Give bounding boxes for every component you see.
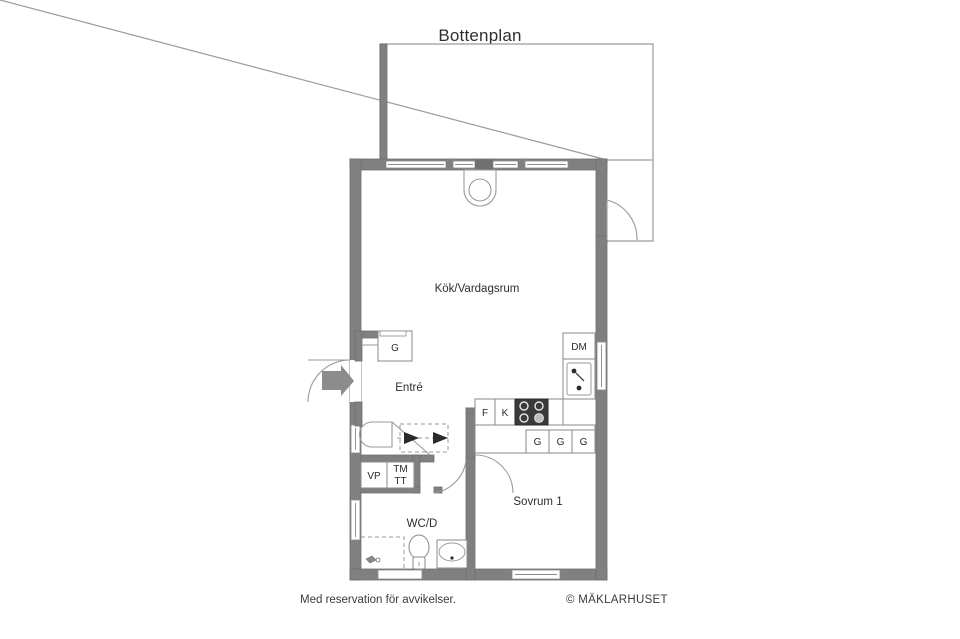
dishwasher: DM xyxy=(562,332,596,360)
window-mullion-1 xyxy=(446,159,453,170)
dishwasher-label: DM xyxy=(571,342,587,353)
interior-walls xyxy=(354,330,517,581)
fridge-label: K xyxy=(502,408,509,419)
room-label-wc-d: WC/D xyxy=(407,518,438,530)
fireplace-round-stove xyxy=(463,169,497,207)
window-mullion-2 xyxy=(475,159,493,170)
window-kitchen-1 xyxy=(385,160,447,169)
door-entrance[interactable] xyxy=(307,359,361,403)
page-title: Bottenplan xyxy=(438,26,522,45)
footer-disclaimer: Med reservation för avvikelser. xyxy=(300,594,456,606)
kitchen-cabinets: G G G xyxy=(525,429,596,454)
window-kitchen-east xyxy=(596,341,607,391)
north-wall-windows xyxy=(385,159,569,170)
window-entre-left xyxy=(350,424,361,454)
cabinet-2-label: G xyxy=(557,437,565,448)
terrace-wall-stub xyxy=(379,43,388,163)
window-wc-left xyxy=(350,499,361,541)
room-label-entre: Entré xyxy=(395,382,423,394)
window-sovrum-south xyxy=(511,569,561,580)
cooktop xyxy=(514,398,549,426)
washer-label: TM xyxy=(393,464,407,475)
window-mullion-3 xyxy=(518,159,525,170)
door-terrace-swing xyxy=(606,199,638,241)
sink-kitchen xyxy=(562,358,596,400)
room-label-sovrum-1: Sovrum 1 xyxy=(513,496,562,508)
wash-basin xyxy=(436,539,468,569)
entrance-direction-arrow xyxy=(322,365,354,396)
closet-entre: G xyxy=(361,330,413,362)
cabinet-3-label: G xyxy=(580,437,588,448)
toilet xyxy=(408,534,430,570)
wc-south-opening xyxy=(377,569,423,580)
window-kitchen-4 xyxy=(524,160,569,169)
window-kitchen-3 xyxy=(492,160,519,169)
closet-entre-label: G xyxy=(391,343,399,354)
door-sovrum-swing[interactable] xyxy=(474,454,514,494)
freezer-fridge: F K xyxy=(474,398,516,426)
footer-copyright: © MÄKLARHUSET xyxy=(566,594,668,606)
sliding-door-arrows xyxy=(404,432,448,444)
dryer-label: TT xyxy=(394,476,406,487)
freezer-label: F xyxy=(482,408,488,419)
cabinet-1-label: G xyxy=(534,437,542,448)
utility-units: VP TM TT xyxy=(360,461,415,489)
shower-area xyxy=(361,536,405,570)
door-wc-swing[interactable] xyxy=(433,460,467,494)
window-kitchen-2 xyxy=(452,160,476,169)
room-label-kok-vardagsrum: Kök/Vardagsrum xyxy=(435,283,520,295)
heat-pump-label: VP xyxy=(367,471,381,482)
balcony-terrace-outline xyxy=(0,0,654,242)
